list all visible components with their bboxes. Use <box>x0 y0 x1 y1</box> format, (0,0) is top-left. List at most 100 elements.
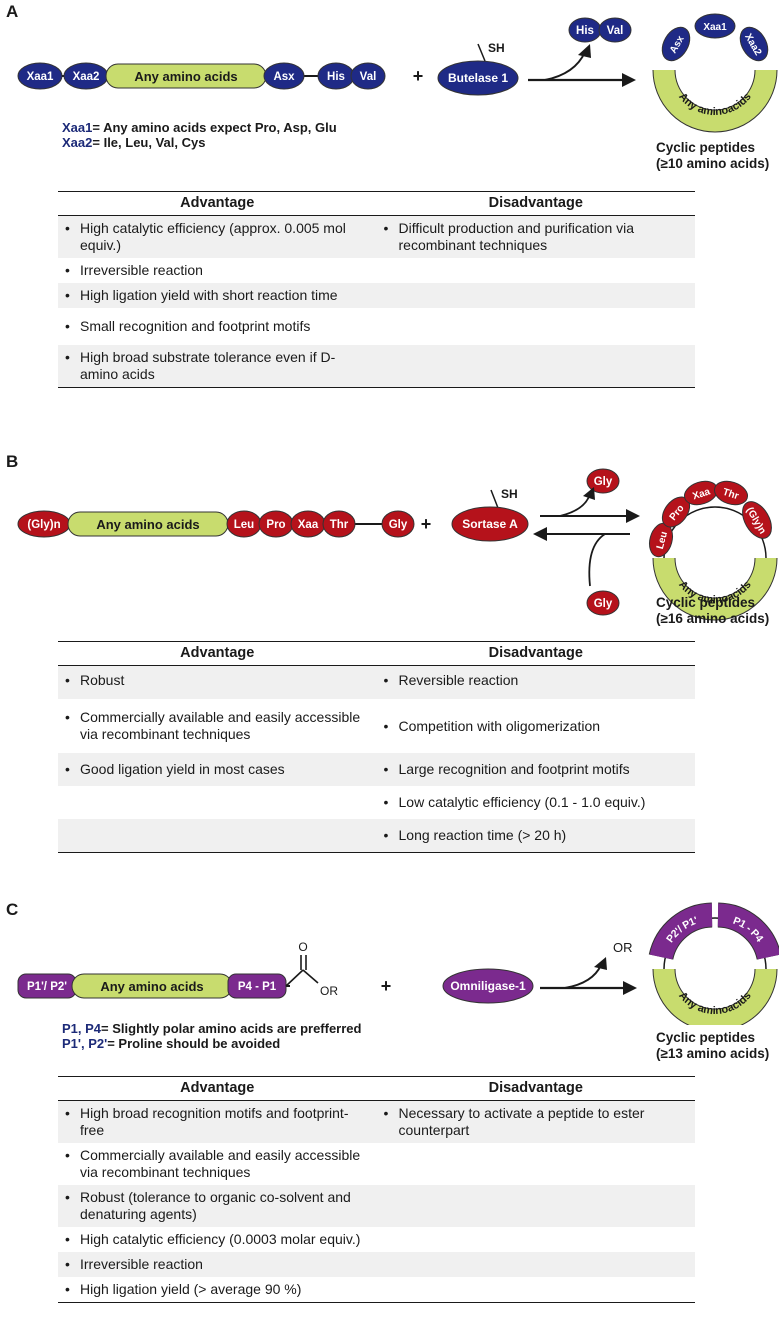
label-xaa2: Xaa2 <box>73 71 100 83</box>
text-label: Leu <box>234 519 254 531</box>
text-label: SH <box>501 487 518 501</box>
adv-b-3: •Good ligation yield in most cases <box>58 753 377 786</box>
header-disadvantage-a: Disadvantage <box>376 191 695 216</box>
text-label: High broad recognition motifs and footpr… <box>80 1105 349 1138</box>
adv-b-5 <box>58 819 377 853</box>
adv-b-2: • Commercially available and easily acces… <box>58 699 377 753</box>
text-label: Robust <box>80 672 125 688</box>
text-label: • <box>383 717 389 734</box>
text-label: • <box>65 1231 70 1247</box>
text-label: = Slightly polar amino acids are preffer… <box>101 1021 362 1036</box>
text-label: = Proline should be avoided <box>107 1036 281 1051</box>
adv-a-3: • High ligation yield with short reaction… <box>58 283 377 308</box>
text-label: Difficult production and purification vi… <box>398 220 635 253</box>
dis-c-1: • Necessary to activate a peptide to este… <box>376 1100 695 1143</box>
text-label: • <box>383 761 389 777</box>
header-advantage-b: Advantage <box>58 641 377 666</box>
text-label: Competition with oligomerization <box>398 717 601 734</box>
dis-b-2: • Competition with oligomerization <box>377 699 696 753</box>
notes-c: P1, P4= Slightly polar amino acids are p… <box>62 1021 361 1051</box>
text-label: • <box>65 262 70 278</box>
adv-c-6: •High ligation yield (> average 90 %) <box>58 1277 377 1303</box>
table-b: Advantage Disadvantage • Robust • Reversib… <box>58 641 695 853</box>
text-label: Gly <box>594 598 613 610</box>
ring-residue-glyn <box>742 501 772 539</box>
text-label: = Ile, Leu, Val, Cys <box>92 135 206 150</box>
ring-block-p1p4 <box>717 903 779 960</box>
plus-b: + <box>421 514 432 534</box>
text-label: • <box>383 1105 389 1121</box>
plus-c: + <box>381 976 392 996</box>
ester-o: O <box>298 940 307 954</box>
text-label: (≥16 amino acids) <box>656 611 770 626</box>
text-label: Pro <box>266 519 285 531</box>
label-xaa1: Xaa1 <box>27 71 54 83</box>
text-label: • <box>65 349 70 365</box>
text-label: Necessary to activate a peptide to ester… <box>398 1105 645 1138</box>
adv-c-1: • High broad recognition motifs and footp… <box>58 1100 377 1143</box>
text-label: Thr <box>330 519 349 531</box>
dis-b-4: •Low catalytic efficiency (0.1 - 1.0 equ… <box>377 786 696 819</box>
adv-a-5: •High broad substrate tolerance even if … <box>58 345 377 388</box>
adv-c-2: • Commercially available and easily acces… <box>58 1143 377 1185</box>
text-label: Xaa1 <box>62 120 93 135</box>
text-label: Irreversible reaction <box>80 262 203 278</box>
text-label: Gly <box>594 476 613 488</box>
text-label: High ligation yield with short reaction … <box>80 287 338 303</box>
adv-c-4: • High catalytic efficiency (0.0003 molar… <box>58 1227 377 1252</box>
label-butelase: Butelase 1 <box>448 71 508 85</box>
ring-residue-xaa1 <box>694 13 736 39</box>
text-label: Cyclic peptides <box>656 595 756 610</box>
adv-a-4: •Small recognition and footprint motifs <box>58 308 377 345</box>
scheme-a: Xaa1 Xaa2 Any amino acids Asx His Val + … <box>0 0 779 190</box>
panel-letter-b: B <box>6 452 19 471</box>
text-label: P1, P4 <box>62 1021 102 1036</box>
text-label: Cyclic peptides <box>656 140 756 155</box>
residue-asx <box>263 62 305 90</box>
enzyme-butelase <box>437 60 519 96</box>
text-label: • <box>65 709 70 725</box>
ring-residue-xaa2 <box>739 26 769 62</box>
text-label: Commercially available and easily access… <box>80 709 361 742</box>
table-c: Advantage Disadvantage •High broad recog… <box>58 1076 695 1303</box>
text-label: Xaa <box>298 519 319 531</box>
residue-xaa1 <box>17 62 63 90</box>
product-label-a: Cyclic peptides (≥10 amino acids) <box>656 140 769 172</box>
text-label: • <box>383 672 389 688</box>
text-label: Gly <box>389 519 408 531</box>
text-label: High catalytic efficiency (approx. 0.005… <box>80 220 346 253</box>
text-label: Xaa <box>691 486 712 502</box>
header-disadvantage-b: Disadvantage <box>376 641 695 666</box>
text-label: • <box>65 1256 70 1272</box>
text-label: Large recognition and footprint motifs <box>398 761 630 777</box>
dis-c-2 <box>377 1143 696 1185</box>
product-ring-core-c <box>653 968 777 1025</box>
product-label-b: Cyclic peptides (≥16 amino acids) <box>656 595 769 627</box>
adv-c-5: • Irreversible reaction <box>58 1252 377 1277</box>
text-label: Thr <box>721 487 740 502</box>
text-label: • <box>65 761 70 777</box>
text-label: • <box>65 1105 70 1121</box>
text-label: Irreversible reaction <box>80 1256 203 1272</box>
ester-or: OR <box>320 984 338 998</box>
text-label: Cyclic peptides <box>656 1030 756 1045</box>
panel-letter-c: C <box>6 900 19 919</box>
dis-b-5: •Long reaction time (> 20 h) <box>376 819 695 853</box>
text-label: Xaa2 <box>62 135 93 150</box>
text-label: (≥10 amino acids) <box>656 156 770 171</box>
text-label: High catalytic efficiency (0.0003 molar … <box>80 1231 361 1247</box>
text-label: (≥13 amino acids) <box>656 1046 770 1061</box>
note-p1p4: P1, P4= Slightly polar amino acids are p… <box>62 1021 361 1036</box>
text-label: • <box>65 1147 70 1163</box>
text-label: Commercially available and easily access… <box>80 1147 361 1180</box>
text-label: Low catalytic efficiency (0.1 - 1.0 equi… <box>398 794 646 810</box>
text-label: Any amino acids <box>96 517 199 532</box>
dis-b-1: • Reversible reaction <box>376 665 695 699</box>
ring-residue-asx <box>661 26 691 62</box>
product-label-c: Cyclic peptides (≥13 amino acids) <box>656 1030 769 1062</box>
text-label: (Gly)n <box>27 519 60 531</box>
text-label: • <box>65 287 70 303</box>
residue-val <box>350 62 386 90</box>
text-label: Reversible reaction <box>398 672 519 688</box>
dis-c-6 <box>376 1277 695 1303</box>
